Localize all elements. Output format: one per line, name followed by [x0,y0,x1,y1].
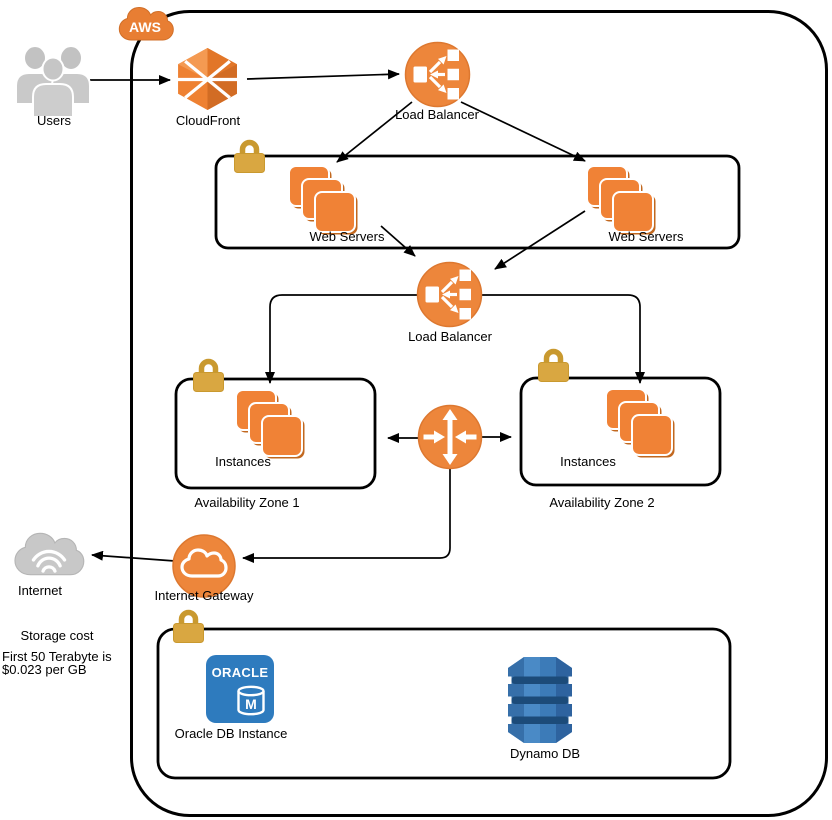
node-users[interactable] [12,42,94,118]
load-balancer-mid-label: Load Balancer [408,329,492,344]
web-servers-stack-icon [587,166,656,235]
node-internet-gateway[interactable] [172,534,236,598]
aws-cloud-icon: AWS [118,6,174,41]
oracle-db-label: Oracle DB Instance [174,726,288,741]
oracle-db-icon: ORACLE M [206,655,274,723]
router-icon [417,404,483,470]
load-balancer-icon [416,261,483,328]
node-load-balancer-top[interactable] [404,41,471,108]
cloudfront-label: CloudFront [175,113,241,128]
node-web-servers-right[interactable] [587,166,657,236]
lock-icon-az1 [192,356,225,393]
internet-gateway-icon [172,534,236,598]
web-servers-right-label: Web Servers [608,229,684,244]
instances-stack-icon [606,389,675,458]
edge-cloudfront-loadbalancer [246,69,400,80]
availability-zone-1-box[interactable] [174,377,377,490]
internet-label: Internet [17,583,63,598]
edge-router-internet-gateway [242,467,451,563]
aws-badge-text: AWS [129,19,161,35]
az1-label: Availability Zone 1 [194,495,300,510]
cloudfront-icon [175,48,240,110]
node-router[interactable] [417,404,483,470]
load-balancer-icon [404,41,471,108]
edge-webservers-right-loadbalancer2 [494,210,586,270]
storage-cost-title: Storage cost [20,628,94,643]
instances-az1-label: Instances [215,454,271,469]
aws-cloud-badge[interactable]: AWS [117,3,177,45]
lock-icon-az2 [537,346,570,383]
node-load-balancer-mid[interactable] [416,261,483,328]
web-servers-group-box[interactable] [214,154,741,250]
node-internet[interactable] [12,527,86,581]
oracle-brand-text: ORACLE [212,665,269,680]
dynamo-db-label: Dynamo DB [509,746,581,761]
node-cloudfront[interactable] [174,46,241,113]
users-icon [15,45,91,118]
storage-cost-line2: $0.023 per GB [2,662,87,677]
oracle-cylinder-letter: M [245,696,257,712]
node-dynamo-db[interactable] [502,656,578,744]
instances-stack-icon [236,390,305,459]
node-oracle-db[interactable]: ORACLE M [206,655,274,723]
load-balancer-top-label: Load Balancer [395,107,479,122]
az2-label: Availability Zone 2 [549,495,655,510]
web-servers-left-label: Web Servers [309,229,385,244]
node-web-servers-left[interactable] [289,166,359,236]
edge-internet-gateway-internet [91,550,176,562]
edge-loadbalancer2-az1 [265,294,447,384]
lock-icon-web-servers [233,137,266,174]
dynamo-db-icon [504,657,576,743]
availability-zone-2-box[interactable] [519,376,722,487]
instances-az2-label: Instances [560,454,616,469]
edge-loadbalancer2-az2 [453,294,645,384]
storage-cost-line1: First 50 Terabyte is [2,649,112,664]
aws-cloud-boundary[interactable] [130,10,828,817]
internet-cloud-icon [14,532,85,576]
edge-loadbalancer-webservers-right [460,101,586,162]
database-group-box[interactable] [156,627,732,780]
node-instances-az1[interactable] [236,390,306,460]
web-servers-stack-icon [289,166,358,235]
internet-gateway-label: Internet Gateway [154,588,254,603]
lock-icon-database [172,607,205,644]
users-label: Users [37,113,71,128]
edge-webservers-left-loadbalancer2 [380,225,416,257]
edge-loadbalancer-webservers-left [336,101,413,163]
node-instances-az2[interactable] [606,389,676,459]
